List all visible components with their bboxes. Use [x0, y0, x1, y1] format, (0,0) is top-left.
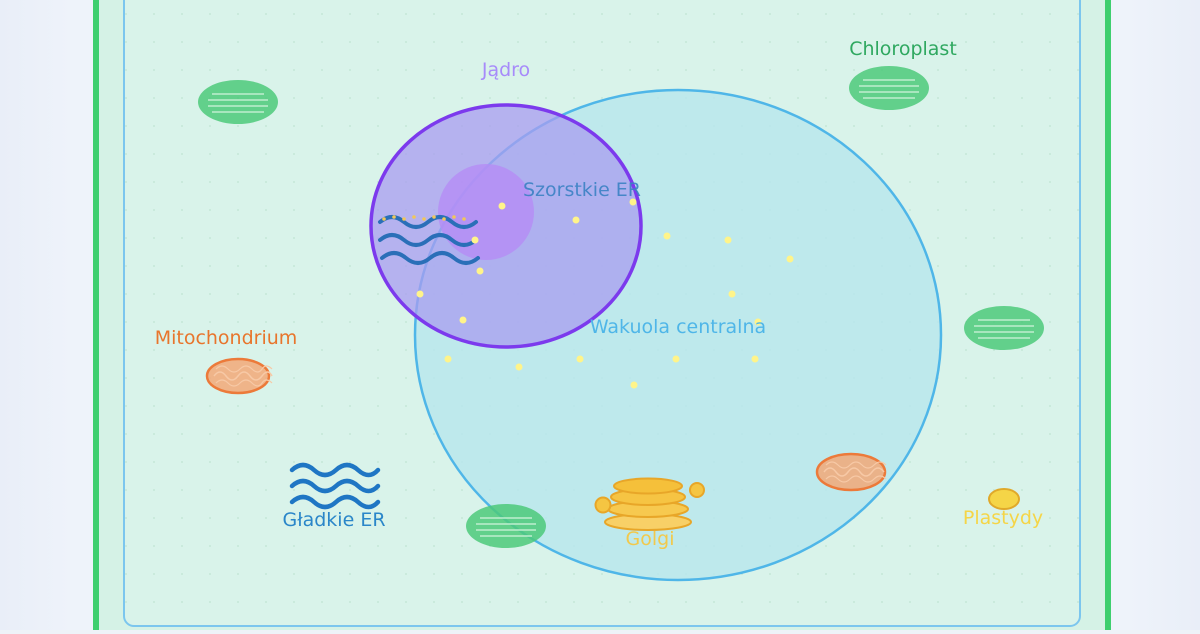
- label-chloroplast: Chloroplast: [849, 38, 957, 60]
- plastid: [988, 488, 1020, 510]
- smooth-er: [289, 462, 381, 510]
- rough-er: [378, 215, 480, 265]
- chloroplast: [849, 66, 929, 110]
- chloroplast: [466, 504, 546, 548]
- ribosomes: [416, 198, 794, 389]
- nucleolus: [438, 164, 534, 260]
- label-rough-er: Szorstkie ER: [522, 179, 642, 201]
- label-vacuole: Wakuola centralna: [589, 316, 767, 338]
- label-plastids: Plastydy: [962, 507, 1044, 529]
- mitochondrium: [815, 452, 887, 492]
- label-golgi: Golgi: [625, 528, 675, 550]
- mitochondrium: [205, 357, 273, 395]
- golgi-apparatus: [594, 477, 705, 531]
- label-smooth-er: Gładkie ER: [282, 509, 386, 531]
- label-nucleus: Jądro: [481, 59, 531, 81]
- chloroplast: [964, 306, 1044, 350]
- chloroplast: [198, 80, 278, 124]
- rough-er-dots: [382, 215, 466, 221]
- label-mitochondrium: Mitochondrium: [154, 327, 298, 349]
